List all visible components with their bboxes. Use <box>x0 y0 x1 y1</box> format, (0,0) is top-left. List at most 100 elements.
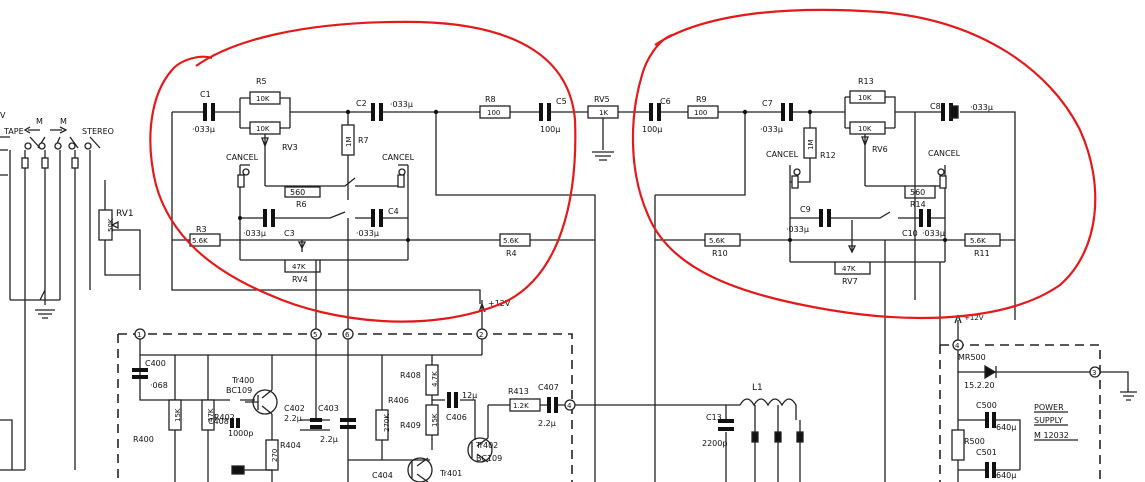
l1-ref: L1 <box>752 383 763 393</box>
c406-ref: C406 <box>446 413 467 422</box>
c403-value: 2.2μ <box>320 435 338 444</box>
r10-ref: R10 <box>712 249 728 258</box>
r9-ref: R9 <box>696 95 707 104</box>
r9-value: 100 <box>694 109 707 117</box>
l1-coil: L1 C13 2200p <box>575 240 886 482</box>
r413-value: 1.2K <box>513 402 529 410</box>
cancel-left-label-2: CANCEL <box>382 153 415 162</box>
c402-ref: C402 <box>284 404 305 413</box>
rv6-value: 10K <box>858 125 872 133</box>
c13-value: 2200p <box>702 439 727 448</box>
c407-value: 2.2μ <box>538 419 556 428</box>
r4-ref: R4 <box>506 249 517 258</box>
r406-ref: R406 <box>388 396 409 405</box>
c8-ref: C8 <box>930 102 941 111</box>
mr500-ref: MR500 <box>958 353 986 362</box>
r5-ref: R5 <box>256 77 267 86</box>
psu-label-power: POWER <box>1034 403 1064 412</box>
r404-ref: R404 <box>280 441 301 450</box>
tr402-type: BC109 <box>476 454 502 463</box>
rv4-value: 47K <box>292 263 306 271</box>
c500-value: 640μ <box>996 423 1016 432</box>
r404-value: 270 <box>271 449 279 462</box>
c2-value: ·033μ <box>390 100 413 109</box>
r402-value: 47K <box>207 408 215 422</box>
r11-ref: R11 <box>974 249 990 258</box>
c1-value: ·033μ <box>192 125 215 134</box>
c13-ref: C13 <box>706 413 722 422</box>
c408-value: 1000p <box>228 429 253 438</box>
r14-value: 560 <box>910 188 925 197</box>
r4-value: 5.6K <box>503 237 519 245</box>
r6-ref: R6 <box>296 200 307 209</box>
r409-ref: R409 <box>400 421 421 430</box>
node-6: 6 <box>345 331 350 339</box>
c3-value: ·033μ <box>243 229 266 238</box>
r3-ref: R3 <box>196 225 207 234</box>
node-5: 5 <box>313 331 317 339</box>
tr400-ref: Tr400 <box>231 376 254 385</box>
c10-ref: C10 <box>902 229 918 238</box>
mono-label-2: M <box>60 117 67 126</box>
c4-value: ·033μ <box>356 229 379 238</box>
c500-ref: C500 <box>976 401 997 410</box>
amplifier-block: 1 5 6 2 4 +12V C400 ·068 15K R400 47K R4… <box>117 299 576 482</box>
rv7-value: 47K <box>842 265 856 273</box>
voltage-label: V <box>0 111 6 120</box>
r13-ref: R13 <box>858 77 874 86</box>
cancel-left-label-1: CANCEL <box>226 153 259 162</box>
c10-value: ·033μ <box>922 229 945 238</box>
rv7-ref: RV7 <box>842 277 858 286</box>
r400-value: 15K <box>174 408 182 422</box>
rv5-balance-pot: RV5 1K <box>587 95 619 161</box>
psu-label-supply: SUPPLY <box>1034 416 1063 425</box>
r12-ref: R12 <box>820 151 836 160</box>
mono-label-1: M <box>36 117 43 126</box>
rv4-ref: RV4 <box>292 275 308 284</box>
cancel-right-label-1: CANCEL <box>766 150 799 159</box>
c6-value: 100μ <box>642 125 662 134</box>
input-selector-switch: V TAPE M M STEREO <box>0 111 114 471</box>
power-supply-block: +12V 4 3 MR500 15.2.20 R500 C500 640μ C5… <box>939 314 1137 482</box>
node-3: 3 <box>1092 369 1096 377</box>
c8-value: ·033μ <box>970 103 993 112</box>
mr500-value: 15.2.20 <box>964 381 995 390</box>
r5-value: 10K <box>256 95 270 103</box>
rv1-ref: RV1 <box>116 209 134 219</box>
r14-ref: R14 <box>910 200 926 209</box>
rv5-value: 1K <box>599 109 608 117</box>
rv1-value: 50K <box>107 218 115 232</box>
c2-ref: C2 <box>356 99 367 108</box>
c9-value: ·033μ <box>786 225 809 234</box>
supply-12v-right: +12V <box>964 314 984 322</box>
tr401-ref: Tr401 <box>439 469 462 478</box>
r7-ref: R7 <box>358 136 369 145</box>
c9-ref: C9 <box>800 205 811 214</box>
r11-value: 5.6K <box>970 237 986 245</box>
r500-ref: R500 <box>964 437 985 446</box>
c406-value: 12μ <box>462 391 477 400</box>
c403-ref: C403 <box>318 404 339 413</box>
cancel-right-label-2: CANCEL <box>928 149 961 158</box>
node-1: 1 <box>137 331 141 339</box>
node-4: 4 <box>567 402 572 410</box>
c7-ref: C7 <box>762 99 773 108</box>
r3-value: 5.6K <box>192 237 208 245</box>
r12-value: 1M <box>807 140 815 151</box>
c5-ref: C5 <box>556 97 567 106</box>
r8-value: 100 <box>487 109 500 117</box>
r400-ref: R400 <box>133 435 154 444</box>
right-filter-network: C6 100μ R9 100 C7 ·033μ 1M R12 R13 10K 1… <box>618 77 1016 482</box>
r408-value: 4.7K <box>431 371 439 387</box>
r406-value: 270K <box>383 414 391 432</box>
c400-ref: C400 <box>145 359 166 368</box>
r10-value: 5.6K <box>709 237 725 245</box>
c3-ref: C3 <box>284 229 295 238</box>
red-annotation-circle-right <box>631 8 1097 320</box>
rv3-ref: RV3 <box>282 143 298 152</box>
c400-value: ·068 <box>150 381 168 390</box>
c1-ref: C1 <box>200 90 211 99</box>
rv6-ref: RV6 <box>872 145 888 154</box>
c501-value: 640μ <box>996 471 1016 480</box>
